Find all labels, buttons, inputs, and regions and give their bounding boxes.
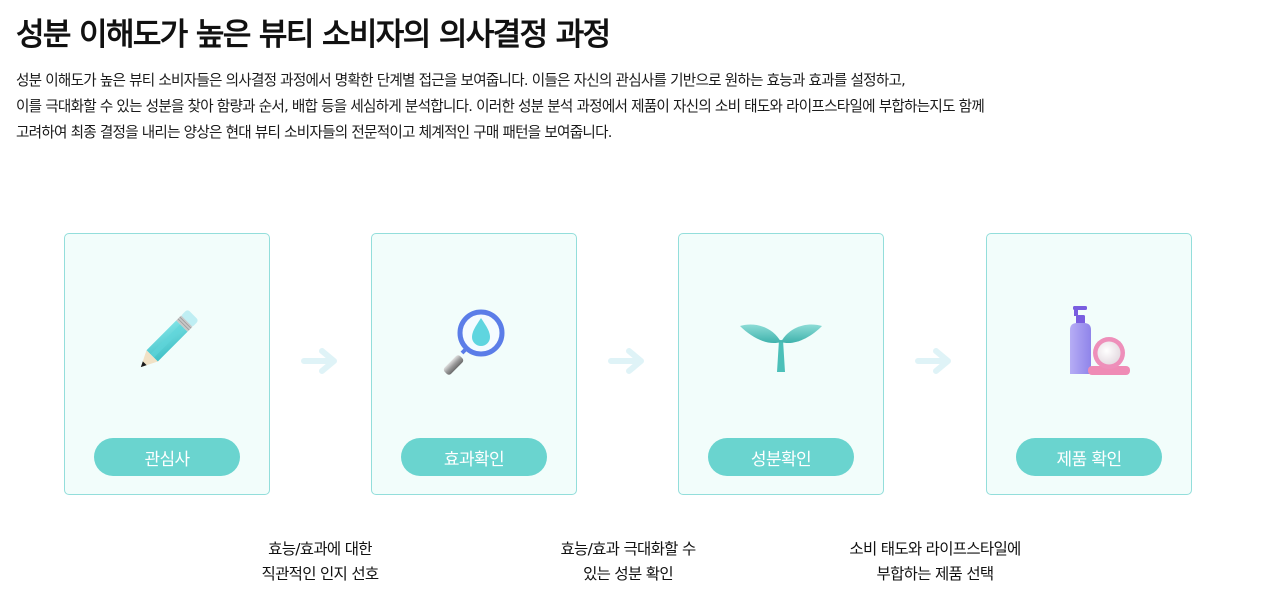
caption-line: 효능/효과 극대화할 수 bbox=[560, 540, 696, 558]
step-label-pill: 관심사 bbox=[94, 438, 240, 476]
description: 성분 이해도가 높은 뷰티 소비자들은 의사결정 과정에서 명확한 단계별 접근… bbox=[16, 68, 1216, 146]
description-line: 고려하여 최종 결정을 내리는 양상은 현대 뷰티 소비자들의 전문적이고 체계… bbox=[16, 124, 612, 141]
caption-line: 효능/효과에 대한 bbox=[268, 540, 372, 558]
caption-effect-to-ingredient: 효능/효과 극대화할 수 있는 성분 확인 bbox=[508, 537, 748, 587]
caption-ingredient-to-product: 소비 태도와 라이프스타일에 부합하는 제품 선택 bbox=[815, 537, 1055, 587]
description-line: 이를 극대화할 수 있는 성분을 찾아 함량과 순서, 배합 등을 세심하게 분… bbox=[16, 98, 985, 115]
step-label-pill: 효과확인 bbox=[401, 438, 547, 476]
caption-line: 부합하는 제품 선택 bbox=[876, 565, 995, 583]
arrow-right-icon bbox=[607, 346, 647, 376]
sprout-icon bbox=[740, 324, 822, 372]
step-card-effect: 효과확인 bbox=[371, 233, 577, 495]
arrow-right-icon bbox=[914, 346, 954, 376]
magnifier-drop-icon bbox=[443, 309, 505, 375]
page-title: 성분 이해도가 높은 뷰티 소비자의 의사결정 과정 bbox=[16, 17, 611, 53]
caption-line: 소비 태도와 라이프스타일에 bbox=[849, 540, 1021, 558]
description-line: 성분 이해도가 높은 뷰티 소비자들은 의사결정 과정에서 명확한 단계별 접근… bbox=[16, 72, 906, 89]
step-card-interest: 관심사 bbox=[64, 233, 270, 495]
step-card-product: 제품 확인 bbox=[986, 233, 1192, 495]
step-label-pill: 성분확인 bbox=[708, 438, 854, 476]
cosmetics-icon bbox=[1070, 306, 1130, 375]
caption-line: 있는 성분 확인 bbox=[583, 565, 674, 583]
caption-interest-to-effect: 효능/효과에 대한 직관적인 인지 선호 bbox=[200, 537, 440, 587]
pencil-icon bbox=[140, 310, 198, 368]
step-label-pill: 제품 확인 bbox=[1016, 438, 1162, 476]
arrow-right-icon bbox=[300, 346, 340, 376]
caption-line: 직관적인 인지 선호 bbox=[261, 565, 380, 583]
step-card-ingredient: 성분확인 bbox=[678, 233, 884, 495]
